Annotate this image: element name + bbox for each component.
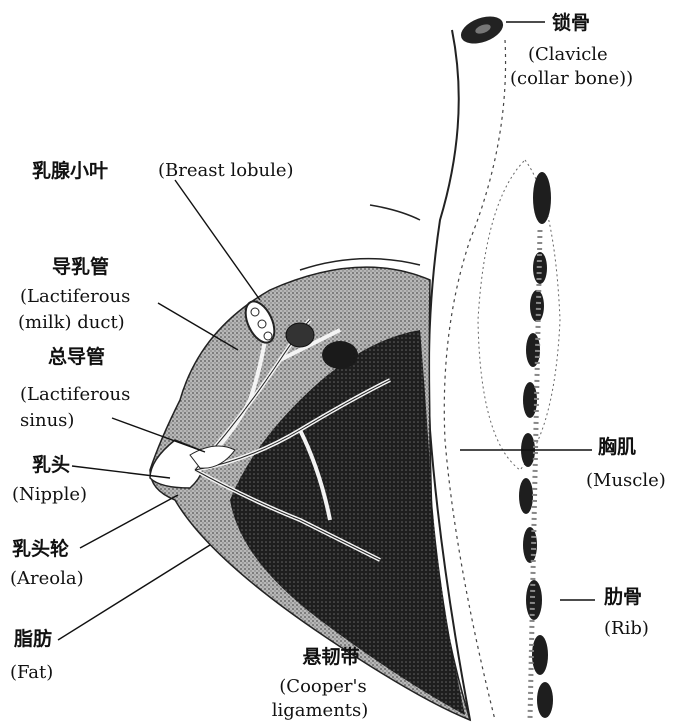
clavicle-label-en1: (Clavicle: [528, 44, 608, 66]
areola-label-cn: 乳头轮: [12, 538, 69, 560]
ribs: [519, 172, 553, 718]
fat-label-cn: 脂肪: [14, 628, 52, 650]
muscle-label-cn: 胸肌: [598, 436, 636, 458]
cooper-label-cn: 悬韧带: [286, 646, 376, 668]
duct-label-cn: 导乳管: [52, 256, 109, 278]
skin-outline: [444, 40, 505, 720]
rib-label-en: (Rib): [604, 618, 649, 640]
fat-label-en: (Fat): [10, 662, 53, 684]
areola-label-en: (Areola): [10, 568, 84, 590]
sinus-label-en2: sinus): [20, 410, 74, 432]
rib-label-cn: 肋骨: [604, 586, 642, 608]
nipple-label-en: (Nipple): [12, 484, 87, 506]
cooper-label-en2: ligaments): [250, 700, 390, 722]
sinus-label-en1: (Lactiferous: [20, 384, 130, 406]
cooper-label-en1: (Cooper's: [258, 676, 388, 698]
clavicle-label-en2: (collar bone)): [510, 68, 633, 90]
lobule-label-cn: 乳腺小叶: [32, 160, 108, 182]
duct-label-en2: (milk) duct): [18, 312, 125, 334]
lobule-label-en: (Breast lobule): [158, 160, 294, 182]
nipple-label-cn: 乳头: [32, 454, 70, 476]
muscle-label-en: (Muscle): [586, 470, 666, 492]
clavicle-label-cn: 锁骨: [552, 12, 590, 34]
duct-label-en1: (Lactiferous: [20, 286, 130, 308]
sinus-label-cn: 总导管: [48, 346, 105, 368]
